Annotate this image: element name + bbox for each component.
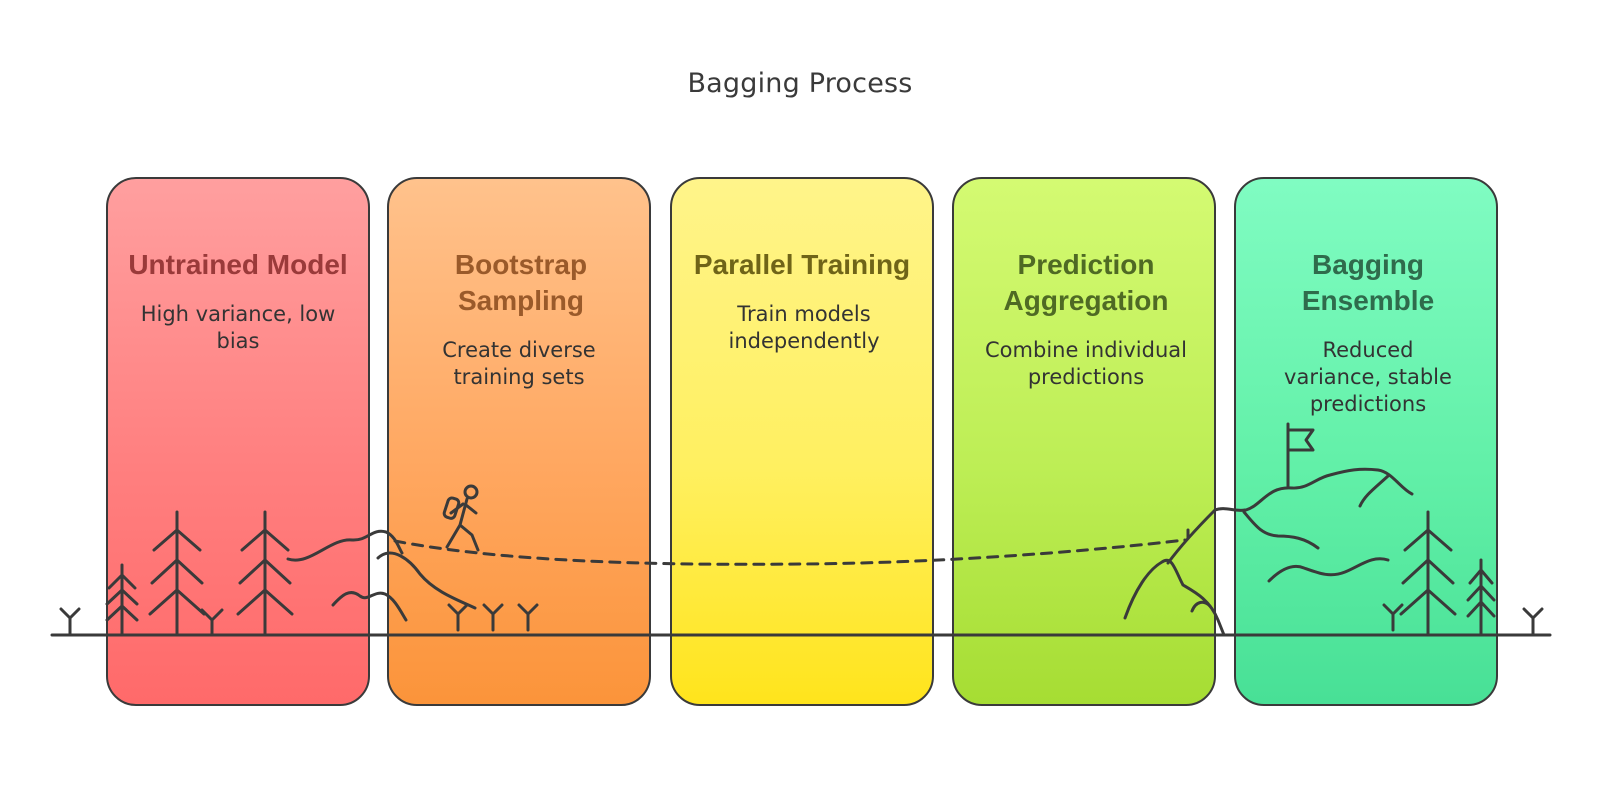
stage-card-parallel-training: Parallel Training Train models independe… <box>670 177 934 706</box>
stage-card-prediction-aggregation: Prediction Aggregation Combine individua… <box>952 177 1216 706</box>
grass-icon <box>1522 607 1544 637</box>
diagram-title: Bagging Process <box>687 68 913 99</box>
stage-heading: Bagging Ensemble <box>1301 249 1435 316</box>
stage-card-untrained-model: Untrained Model High variance, low bias <box>106 177 370 706</box>
stage-heading: Prediction Aggregation <box>1003 249 1169 316</box>
stage-description: Train models independently <box>728 302 880 353</box>
grass-icon <box>59 607 81 637</box>
stage-description: High variance, low bias <box>140 302 336 353</box>
stage-heading: Bootstrap Sampling <box>454 249 588 316</box>
stage-heading: Parallel Training <box>693 249 911 280</box>
stage-heading: Untrained Model <box>128 249 348 280</box>
stage-card-bagging-ensemble: Bagging Ensemble Reduced variance, stabl… <box>1234 177 1498 706</box>
stage-description: Create diverse training sets <box>442 338 596 389</box>
stage-card-bootstrap-sampling: Bootstrap Sampling Create diverse traini… <box>387 177 651 706</box>
stage-description: Combine individual predictions <box>985 338 1187 389</box>
stage-description: Reduced variance, stable predictions <box>1284 338 1452 416</box>
